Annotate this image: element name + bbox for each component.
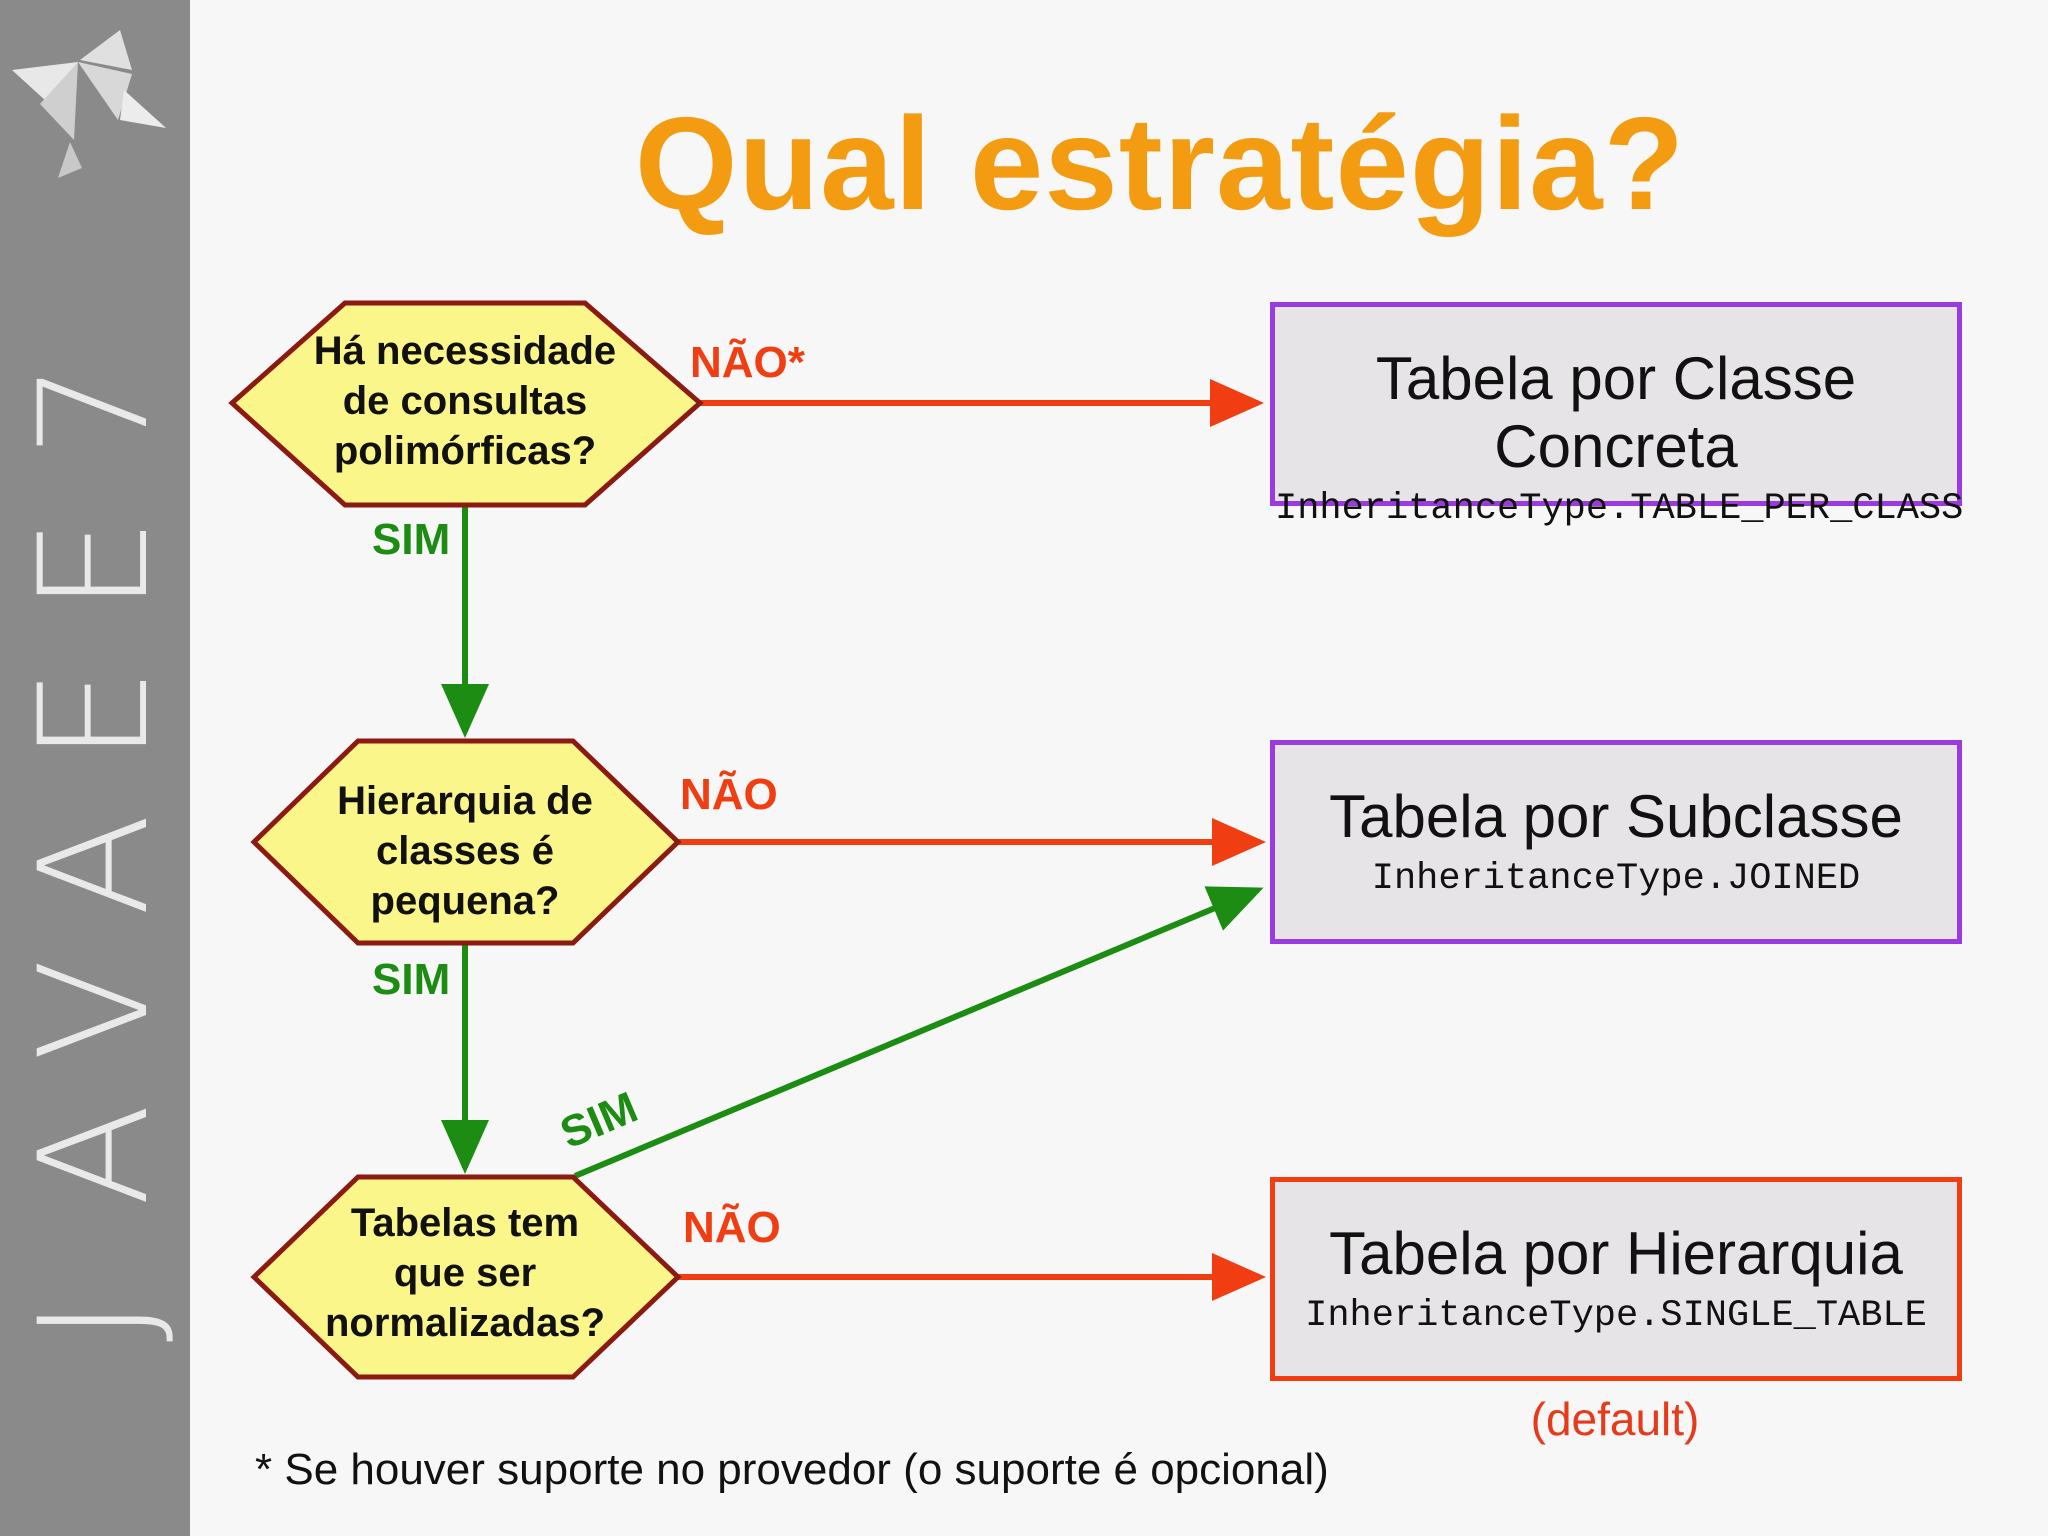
decision-shape-2 xyxy=(250,738,682,946)
decision-2-line-1: Hierarquia de xyxy=(337,779,593,823)
edge-label-d2-yes: SIM xyxy=(372,955,451,1004)
decision-1-line-3: polimórficas? xyxy=(333,429,597,473)
edge-label-d2-no: NÃO xyxy=(680,770,778,819)
decision-1-line-1: Há necessidade xyxy=(313,329,617,373)
result-box-joined: Tabela por Subclasse InheritanceType.JOI… xyxy=(1270,740,1962,944)
edge-d3-yes xyxy=(573,886,1264,1179)
decision-3-line-1: Tabelas tem xyxy=(350,1201,580,1245)
result-box-single-table: Tabela por Hierarquia InheritanceType.SI… xyxy=(1270,1177,1962,1381)
edge-label-d1-yes: SIM xyxy=(372,515,451,564)
result-box-table-per-class: Tabela por Classe Concreta InheritanceTy… xyxy=(1270,302,1963,530)
decision-2-line-2: classes é pequena? xyxy=(370,829,560,923)
java-ee-logo-icon xyxy=(12,30,166,178)
result-title-table-per-class: Tabela por Classe Concreta xyxy=(1375,345,1857,480)
decision-1: Há necessidade de consultas polimórficas… xyxy=(300,326,630,476)
decision-3: Tabelas tem que ser normalizadas? xyxy=(300,1198,630,1348)
decision-3-line-3: normalizadas? xyxy=(324,1301,606,1345)
default-note: (default) xyxy=(1530,1393,1700,1445)
result-code-single-table: InheritanceType.SINGLE_TABLE xyxy=(1305,1295,1927,1337)
decision-shape-3 xyxy=(250,1174,682,1380)
decision-1-line-2: de consultas xyxy=(342,379,588,423)
result-code-table-per-class: InheritanceType.TABLE_PER_CLASS xyxy=(1275,488,1964,530)
page-title: Qual estratégia? xyxy=(634,90,1686,237)
edge-label-d3-no: NÃO xyxy=(683,1203,781,1252)
decision-shape-1 xyxy=(228,300,704,508)
result-title-joined: Tabela por Subclasse xyxy=(1329,783,1903,850)
result-code-joined: InheritanceType.JOINED xyxy=(1371,858,1861,900)
footnote: * Se houver suporte no provedor (o supor… xyxy=(255,1445,1329,1494)
decision-3-line-2: que ser xyxy=(393,1251,537,1295)
result-title-single-table: Tabela por Hierarquia xyxy=(1329,1220,1903,1287)
edge-label-d1-no: NÃO* xyxy=(690,338,805,387)
sidebar: J A V A E E 7 xyxy=(0,0,190,1536)
decision-2: Hierarquia de classes é pequena? xyxy=(290,776,640,926)
